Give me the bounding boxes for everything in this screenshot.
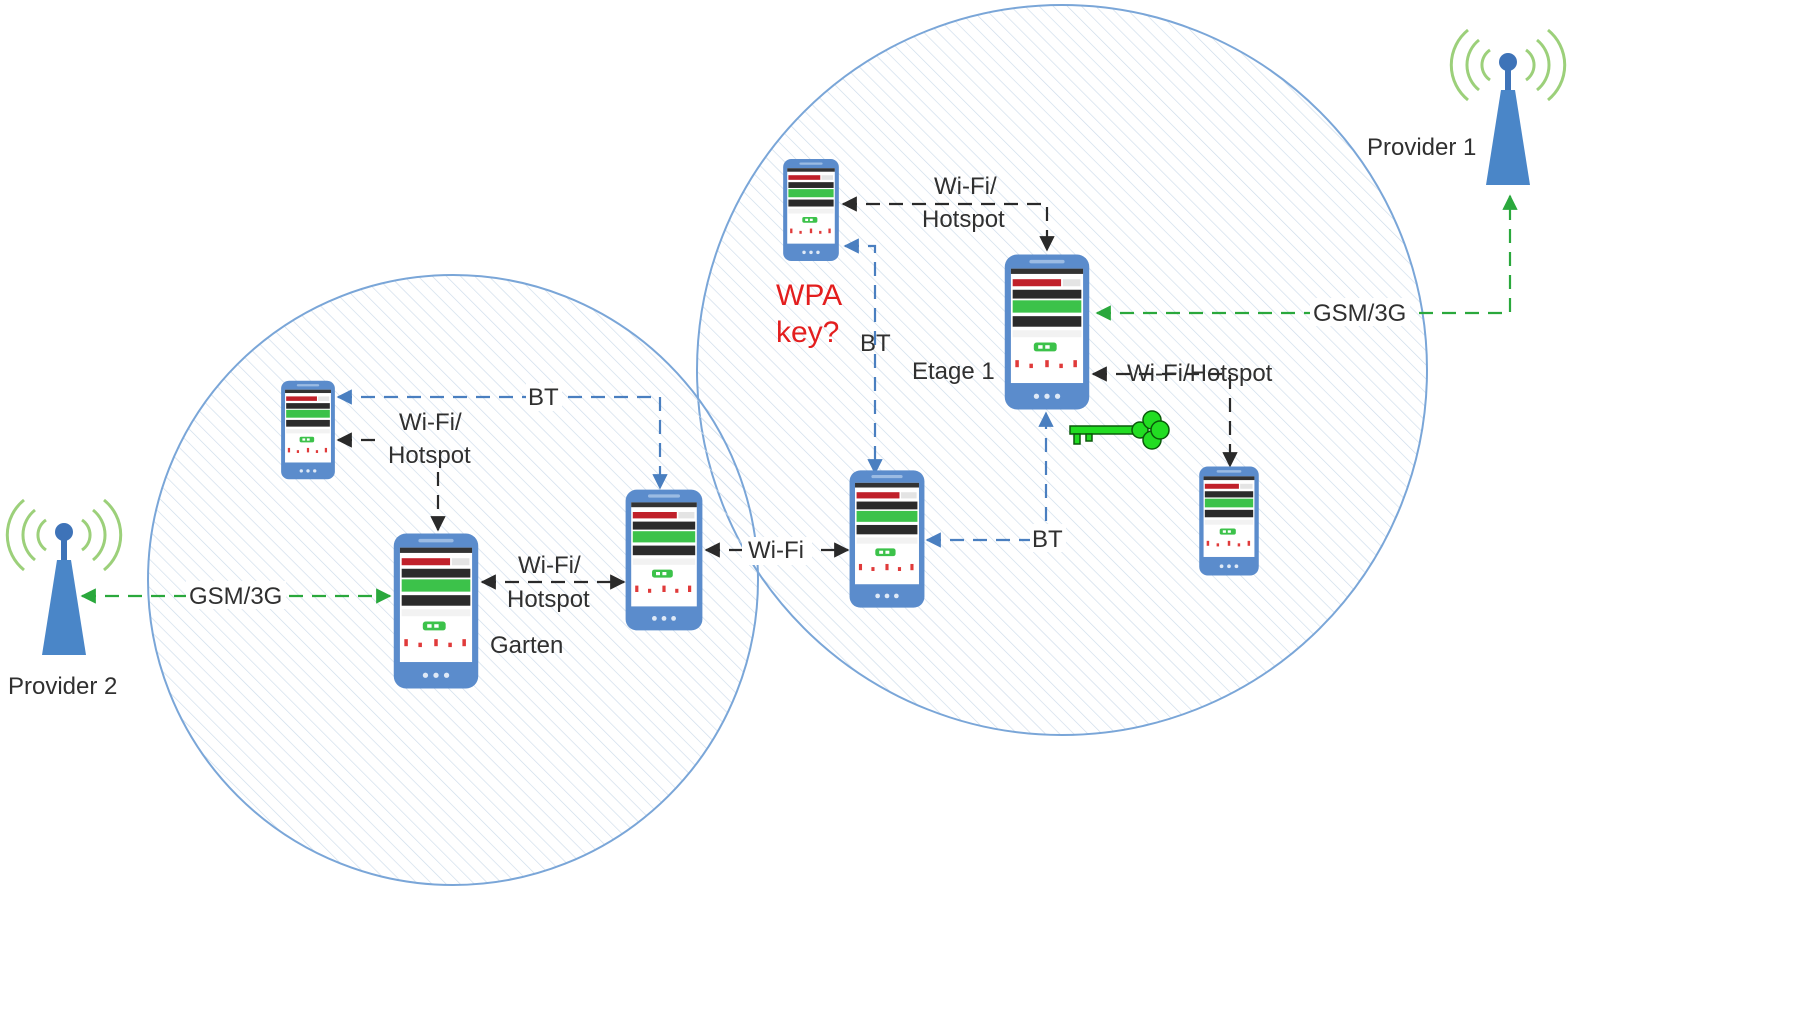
- smartphone-icon: [849, 470, 925, 608]
- label-wifi-garten-2: Hotspot: [507, 586, 590, 613]
- cell-tower-icon: [5, 498, 123, 657]
- smartphone-icon: [783, 158, 839, 262]
- label-wifi-bridge: Wi-Fi: [748, 537, 804, 564]
- link-bt-vertical: [843, 238, 883, 475]
- label-provider-2: Provider 2: [8, 673, 117, 700]
- link-gsm-provider1: [1095, 194, 1518, 321]
- label-gsm-left: GSM/3G: [189, 583, 282, 610]
- label-bt-lower: BT: [1032, 526, 1063, 553]
- smartphone-icon: [1004, 254, 1090, 410]
- cell-tower-icon: [1449, 28, 1567, 187]
- label-wifi-garten-1: Wi-Fi/: [518, 552, 581, 579]
- link-wifi-top: [841, 196, 1055, 252]
- label-wpa-line1: WPA: [776, 279, 842, 312]
- label-wifi-left-2: Hotspot: [388, 442, 471, 469]
- label-provider-1: Provider 1: [1367, 134, 1476, 161]
- label-garten: Garten: [490, 632, 563, 659]
- label-gsm-right: GSM/3G: [1313, 300, 1406, 327]
- label-etage-1: Etage 1: [912, 358, 995, 385]
- link-bt-left: [336, 389, 668, 490]
- label-bt-vertical: BT: [860, 330, 891, 357]
- smartphone-icon: [625, 489, 703, 631]
- smartphone-icon: [1199, 466, 1259, 576]
- label-wifi-left-1: Wi-Fi/: [399, 409, 462, 436]
- smartphone-icon: [393, 533, 479, 689]
- key-icon: [1069, 410, 1170, 450]
- smartphone-icon: [281, 380, 335, 480]
- label-wifi-top-1: Wi-Fi/: [934, 173, 997, 200]
- label-wpa-line2: key?: [776, 316, 839, 349]
- label-wifi-top-2: Hotspot: [922, 206, 1005, 233]
- label-bt-left: BT: [528, 384, 559, 411]
- label-wifi-right: Wi-Fi/Hotspot: [1127, 360, 1273, 387]
